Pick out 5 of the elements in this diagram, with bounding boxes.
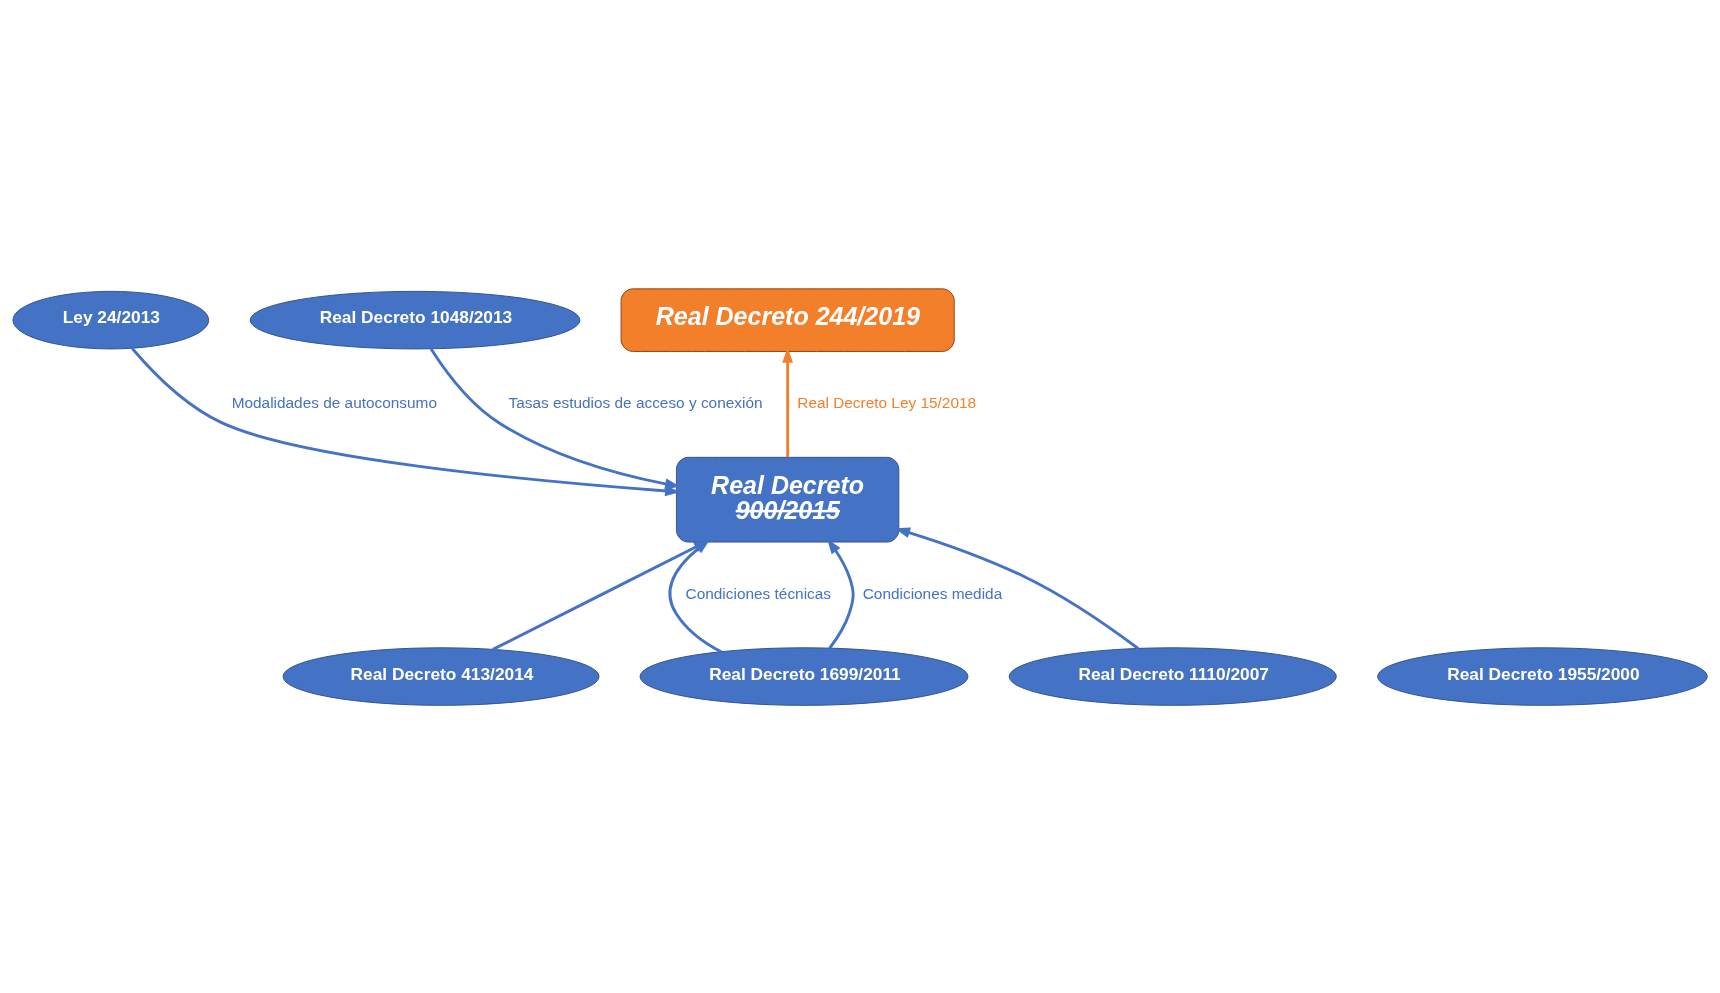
edge-label: Condiciones técnicas <box>685 584 832 602</box>
edge-label: Tasas estudios de acceso y conexión <box>508 393 763 411</box>
edge-label: Condiciones medida <box>862 584 1003 602</box>
edge-label: Real Decreto Ley 15/2018 <box>797 393 977 411</box>
edge-label: Modalidades de autoconsumo <box>231 393 438 411</box>
